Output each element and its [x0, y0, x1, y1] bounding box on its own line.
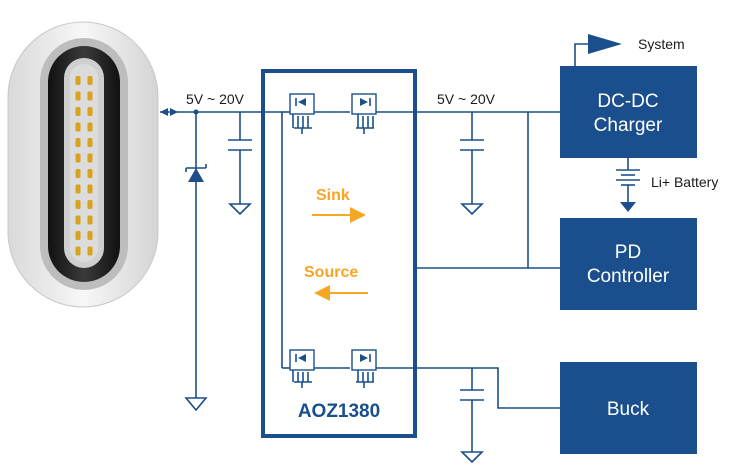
connector-pin	[87, 184, 93, 194]
pd-controller-block	[560, 218, 697, 310]
bottom-mosfet-pair	[282, 349, 400, 388]
connector-pin	[75, 215, 81, 225]
battery-icon	[616, 158, 640, 212]
voltage-right-label: 5V ~ 20V	[437, 91, 496, 107]
flow-indicators	[312, 207, 368, 301]
system-arrow	[574, 34, 622, 66]
connector-pin	[87, 153, 93, 163]
buck-block	[560, 362, 697, 454]
connector-pin	[87, 215, 93, 225]
connector-pin	[87, 138, 93, 147]
right-top-bus	[400, 111, 560, 269]
connector-pin	[75, 184, 81, 194]
connector-pin	[75, 76, 81, 85]
dc-dc-charger-block	[560, 66, 697, 158]
usb-c-connector	[7, 21, 159, 308]
aoz1380-chip	[261, 69, 417, 438]
pd-label-line1: PD	[615, 242, 641, 263]
connector-pins	[75, 76, 93, 256]
connector-pin	[87, 122, 93, 132]
charger-label-line1: DC-DC	[597, 91, 658, 112]
connector-pin	[87, 91, 93, 101]
system-label: System	[638, 36, 685, 52]
connector-pin	[87, 169, 93, 178]
connector-pin	[75, 107, 81, 116]
connector-pin	[87, 76, 93, 85]
voltage-left-label: 5V ~ 20V	[186, 91, 245, 107]
connector-pin	[75, 91, 81, 101]
connector-pin	[75, 153, 81, 163]
connector-pin	[75, 200, 81, 209]
pd-label-line2: Controller	[587, 266, 670, 287]
sink-label: Sink	[316, 187, 350, 204]
source-label: Source	[304, 264, 358, 281]
connector-pin	[87, 200, 93, 209]
connector-pin	[87, 246, 93, 256]
connector-pin	[75, 169, 81, 178]
connector-pin	[75, 122, 81, 132]
connector-pin	[75, 138, 81, 147]
connector-pin	[75, 246, 81, 256]
connector-pin	[87, 107, 93, 116]
connector-pin	[75, 231, 81, 240]
tvs-diode	[185, 164, 207, 182]
charger-label-line2: Charger	[594, 115, 663, 136]
chip-label: AOZ1380	[298, 401, 380, 422]
connector-pin	[87, 231, 93, 240]
buck-label: Buck	[607, 399, 650, 420]
battery-label: Li+ Battery	[651, 174, 718, 190]
main-bus	[160, 108, 280, 412]
right-bottom-bus	[400, 367, 560, 464]
top-mosfet-pair	[280, 93, 400, 134]
